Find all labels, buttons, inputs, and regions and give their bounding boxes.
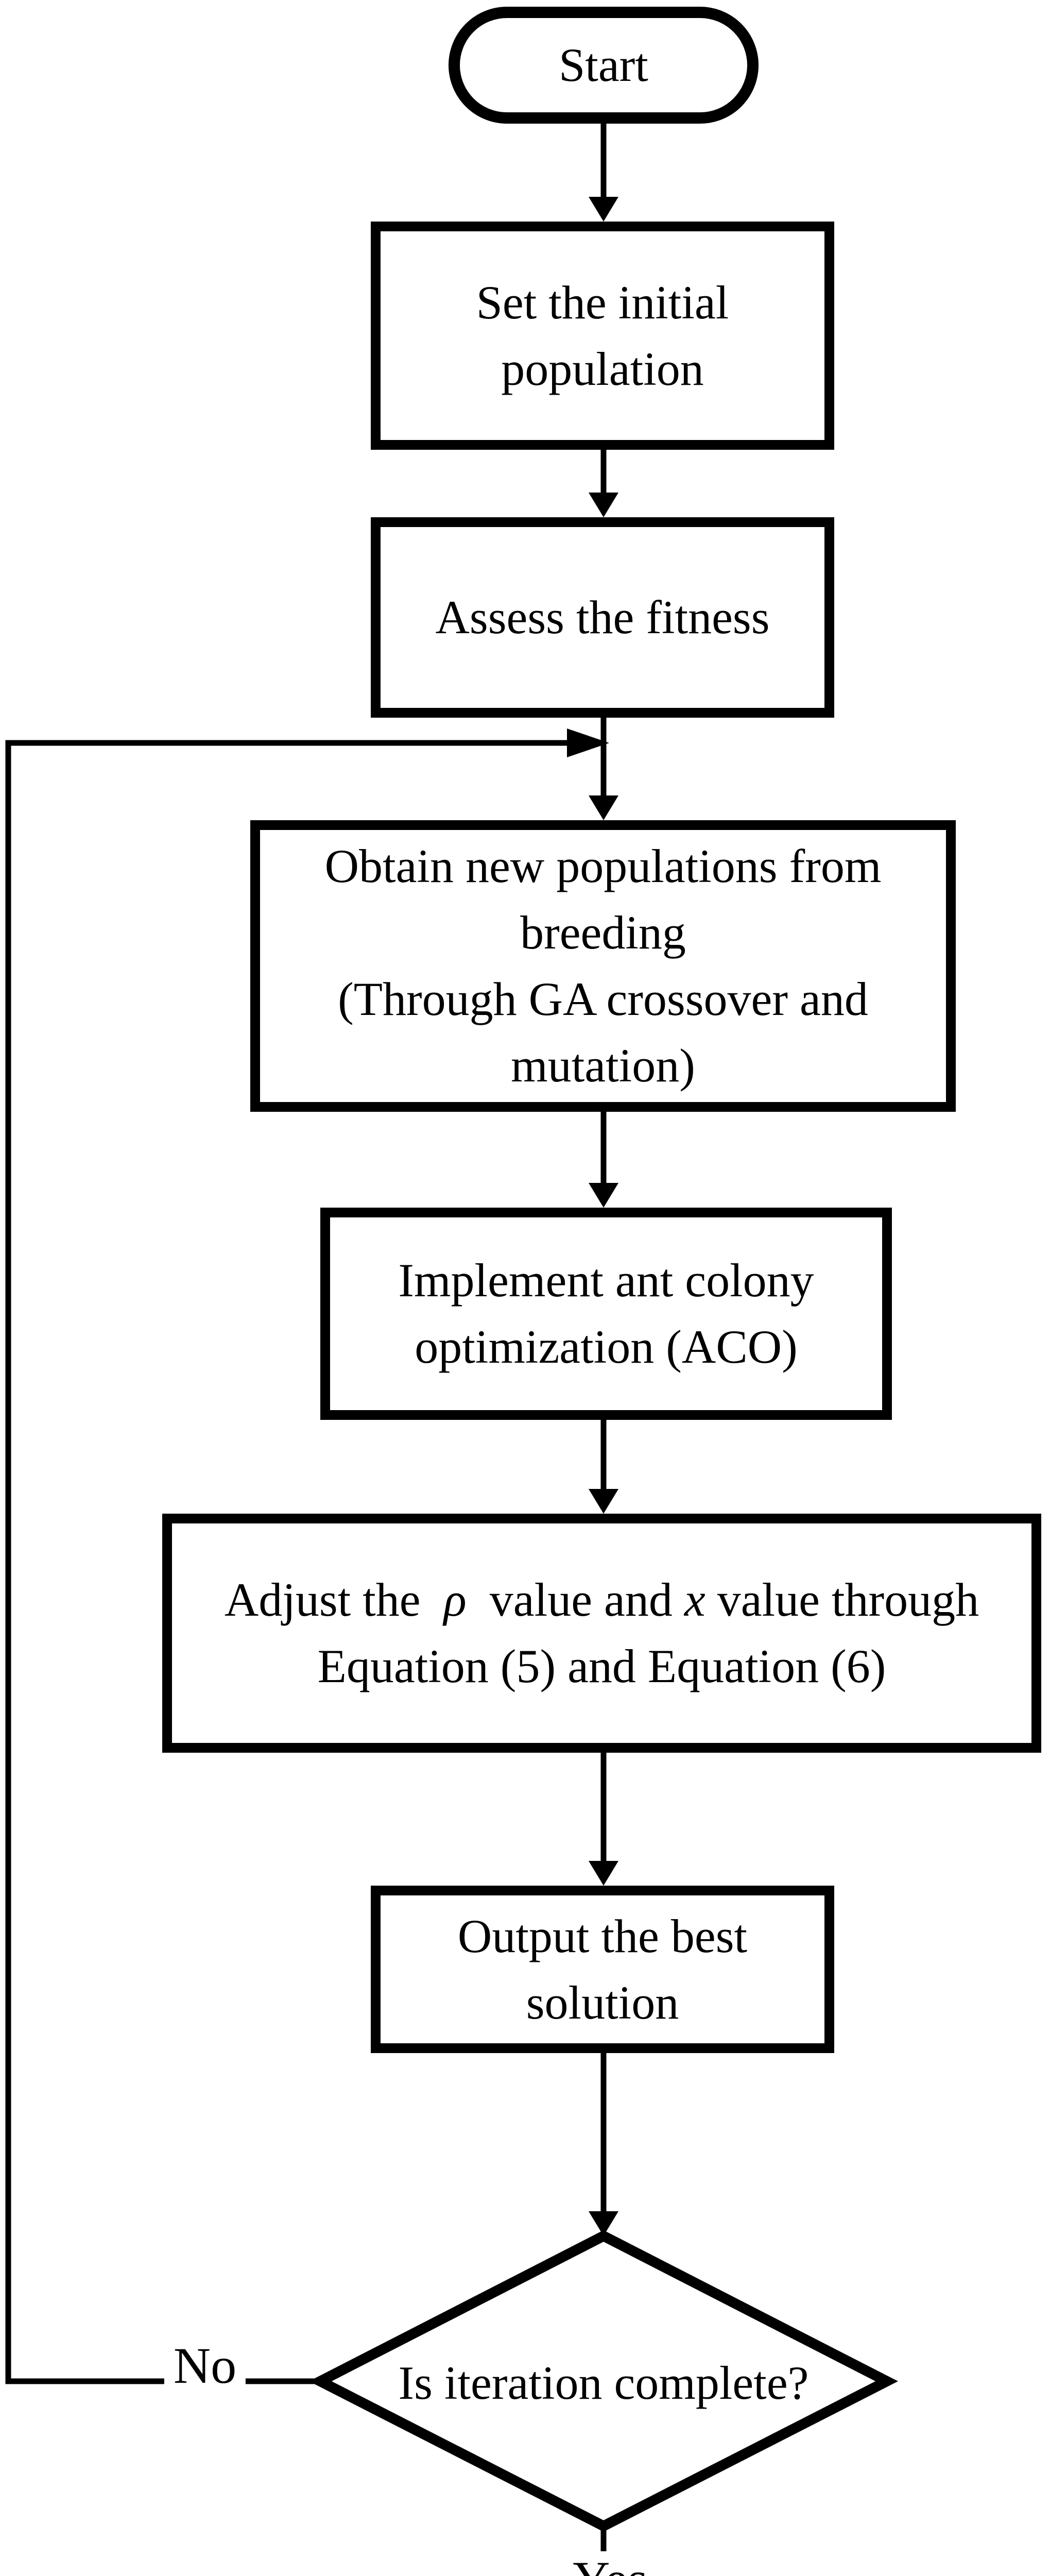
edge-set-initial-to-assess xyxy=(589,450,618,517)
process-text-line: breeding xyxy=(520,906,686,959)
process-text-line: solution xyxy=(526,1976,679,2029)
adjust-text-post: value through xyxy=(717,1573,979,1626)
decision-diamond-shape xyxy=(309,2230,898,2532)
process-assess-fitness: Assess the fitness xyxy=(371,517,834,718)
start-terminator: Start xyxy=(449,7,759,124)
process-text-line: mutation) xyxy=(511,1039,695,1092)
process-text-line: Set the initial xyxy=(476,276,729,329)
process-text-line: Implement ant colony xyxy=(398,1254,814,1307)
process-text-line: Obtain new populations from xyxy=(324,840,882,893)
process-text-line: Assess the fitness xyxy=(435,591,770,644)
process-text-line: optimization (ACO) xyxy=(415,1320,798,1373)
process-adjust-values: Adjust the ρ value and x value through E… xyxy=(162,1514,1041,1753)
start-label: Start xyxy=(559,39,648,92)
adjust-text-pre: Adjust the xyxy=(224,1573,421,1626)
rho-symbol: ρ xyxy=(443,1573,467,1626)
edge-start-to-set-initial xyxy=(589,124,618,222)
process-output-best-solution: Output the best solution xyxy=(371,1886,834,2053)
edge-label-yes: Yes xyxy=(563,2551,657,2576)
process-text-line: Equation (5) and Equation (6) xyxy=(317,1640,886,1692)
edge-aco-to-adjust xyxy=(589,1420,618,1514)
x-symbol: x xyxy=(684,1573,705,1626)
decision-iteration-complete-label: Is iteration complete? xyxy=(398,2357,809,2409)
edge-label-no: No xyxy=(164,2337,246,2394)
process-obtain-new-populations: Obtain new populations from breeding (Th… xyxy=(250,820,956,1112)
process-text-line: (Through GA crossover and xyxy=(338,973,868,1025)
process-set-initial-population: Set the initial population xyxy=(371,222,834,450)
process-text-line: Output the best xyxy=(457,1909,748,1962)
edge-obtain-to-aco xyxy=(589,1112,618,1208)
edge-output-to-decision xyxy=(589,2053,618,2236)
process-text-line: Adjust the ρ value and x value through xyxy=(225,1567,979,1633)
adjust-text-mid: value and xyxy=(489,1573,673,1626)
process-implement-aco: Implement ant colony optimization (ACO) xyxy=(320,1208,892,1420)
edge-adjust-to-output xyxy=(589,1753,618,1886)
process-text-line: population xyxy=(501,342,704,395)
edge-assess-to-obtain xyxy=(589,718,618,820)
